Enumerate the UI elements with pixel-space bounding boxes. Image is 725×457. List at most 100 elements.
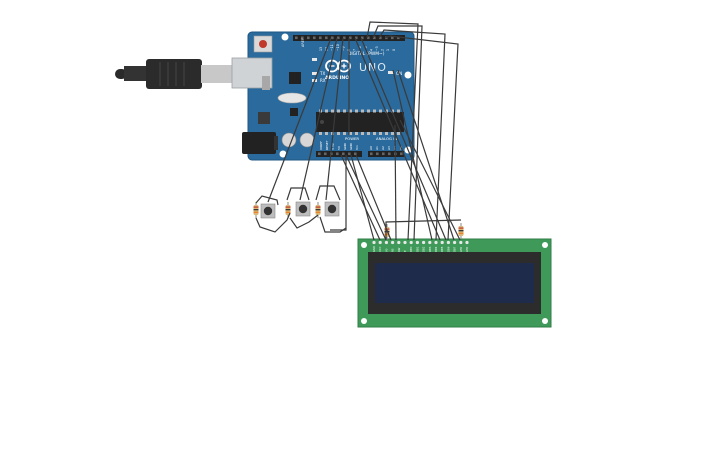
resistor[interactable] [253,202,259,218]
header-pin[interactable] [301,36,304,40]
header-pin[interactable] [361,36,364,40]
lcd-pin[interactable] [378,240,382,245]
lcd-pin[interactable] [434,240,438,245]
digital-pin-label: ~10 [336,44,340,51]
header-pin[interactable] [400,152,403,156]
lcd-pin[interactable] [384,240,388,245]
header-pin[interactable] [367,36,370,40]
resistor[interactable] [285,202,291,218]
header-pin[interactable] [336,152,339,156]
chip-pin [397,109,400,113]
header-pin[interactable] [318,152,321,156]
lcd-pin[interactable] [403,240,407,245]
lcd-pin[interactable] [446,240,450,245]
rx-label: RX [320,78,326,83]
wire-button-loop[interactable] [289,214,319,229]
usb-interface-chip [289,72,301,84]
chip-pin [355,109,358,113]
lcd-pin-row [372,240,469,245]
header-pin[interactable] [379,36,382,40]
wire-button-loop[interactable] [319,216,347,233]
lcd-pin[interactable] [391,240,395,245]
wire-lcd-e[interactable] [354,37,441,241]
push-button-3[interactable] [324,201,340,217]
digital-pin-label: 7 [353,49,357,51]
lcd-pin[interactable] [422,240,426,245]
push-button-2[interactable] [295,201,311,217]
wire-button-loop[interactable] [255,212,291,233]
header-pin[interactable] [313,36,316,40]
voltage-regulator [258,112,270,124]
lcd-pin-label: DB2 [422,246,426,252]
lcd-pin[interactable] [372,240,376,245]
header-pin[interactable] [391,36,394,40]
header-pin[interactable] [349,36,352,40]
lcd-pin[interactable] [459,240,463,245]
lcd-pin[interactable] [409,240,413,245]
lcd-pin-label: RW [397,247,401,252]
push-button-1[interactable] [260,203,276,219]
header-pin[interactable] [348,152,351,156]
resistor-band [285,209,291,211]
lcd-pin[interactable] [428,240,432,245]
header-pin[interactable] [355,36,358,40]
wire-gnd-2[interactable] [350,154,375,241]
wire-lcd-led[interactable] [385,219,462,240]
lcd-pin[interactable] [397,240,401,245]
header-pin[interactable] [397,36,400,40]
chip-pin [391,132,394,135]
wire-button-loop[interactable] [255,195,279,206]
digital-pin-label: 13 [319,47,323,51]
wire-lcd-rs[interactable] [360,37,447,241]
header-pin[interactable] [376,152,379,156]
header-pin[interactable] [343,36,346,40]
header-pin[interactable] [370,152,373,156]
wire-lcd-data[interactable] [397,69,455,241]
lcd-pin-label: LED [465,247,469,252]
push-buttons [260,201,340,219]
resistor[interactable] [458,223,464,239]
wire-lcd-db5[interactable] [378,29,446,241]
lcd-pin[interactable] [465,240,469,245]
usb-cable[interactable] [115,59,233,89]
wire-lcd-db7[interactable] [366,21,419,241]
wire-button-1[interactable] [267,37,332,203]
header-pin[interactable] [337,36,340,40]
lcd-pin[interactable] [453,240,457,245]
header-pin[interactable] [331,36,334,40]
wire-5v[interactable] [345,154,387,241]
wire-button-power[interactable] [330,155,347,231]
header-pin[interactable] [307,36,310,40]
wire-button-3[interactable] [325,37,344,201]
lcd-pin[interactable] [415,240,419,245]
digital-pin-label: 4 [369,49,373,51]
header-pin[interactable] [373,36,376,40]
lcd-pin[interactable] [440,240,444,245]
chip-pin [373,109,376,113]
wire-lcd-data[interactable] [392,69,433,241]
wire-lcd-db6[interactable] [372,25,423,241]
header-pin[interactable] [354,152,357,156]
capacitor [299,132,315,148]
wire-button-loop[interactable] [286,187,310,201]
digital-pin-label: ~9 [341,46,345,51]
wire-lcd-db4[interactable] [384,35,459,241]
mounting-hole [279,150,287,158]
header-pin[interactable] [388,152,391,156]
lcd-pin-label: DB4 [434,246,438,252]
chip-pin [343,109,346,113]
header-pin[interactable] [324,152,327,156]
wire-button-loop[interactable] [315,185,341,201]
header-pin[interactable] [382,152,385,156]
header-pin[interactable] [319,36,322,40]
wire-vcc[interactable] [355,154,392,241]
wire-button-2[interactable] [299,37,338,201]
header-pin[interactable] [342,152,345,156]
header-pin[interactable] [295,36,298,40]
wire-lcd-contrast[interactable] [394,124,397,241]
chip-pin [361,132,364,135]
wire-gnd[interactable] [340,154,381,241]
header-pin[interactable] [325,36,328,40]
